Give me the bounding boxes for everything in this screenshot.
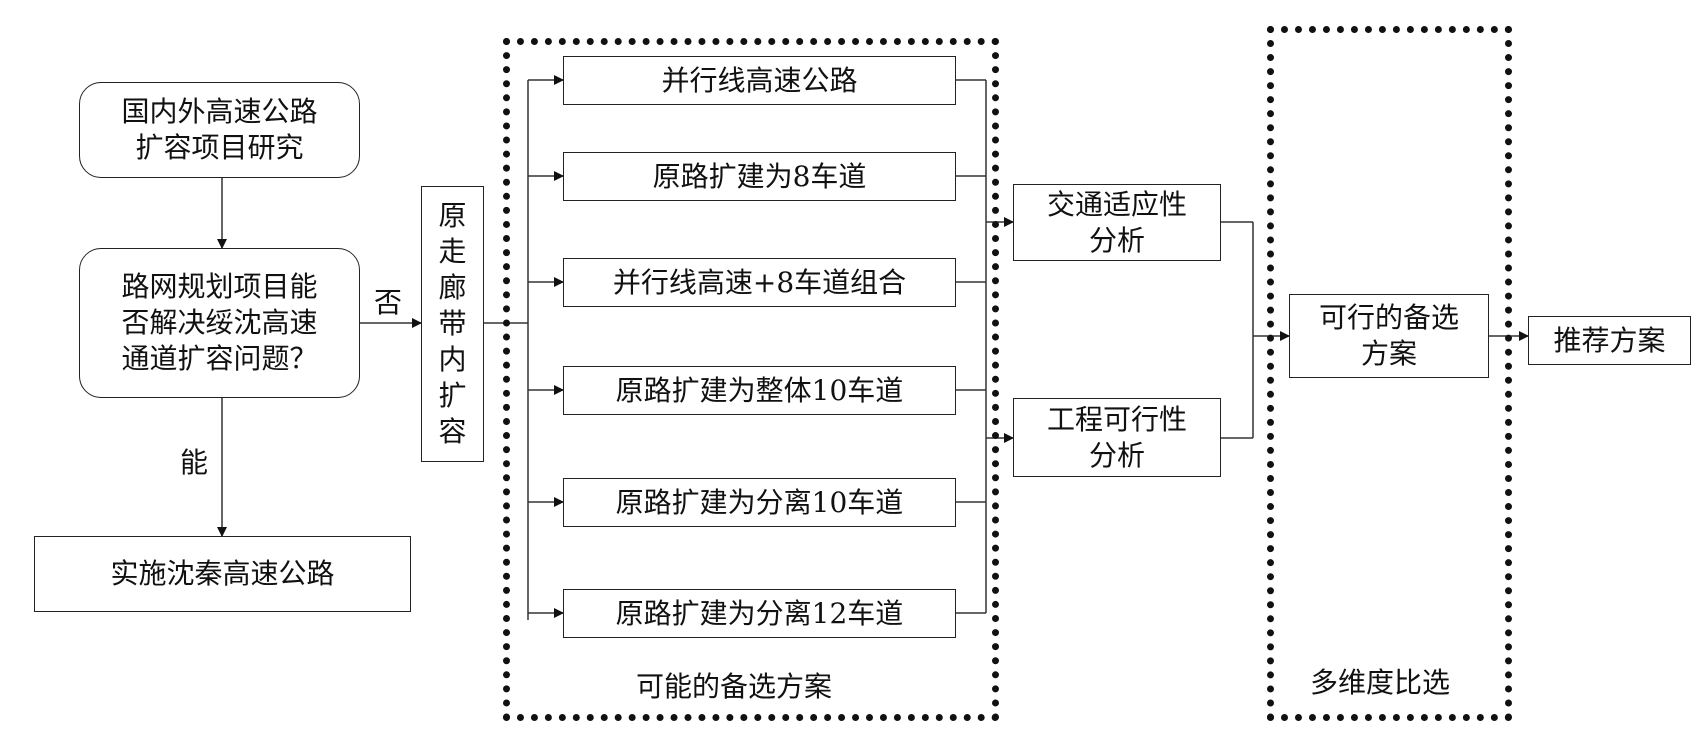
node-option-4: 原路扩建为整体10车道 — [563, 366, 956, 415]
node-implement: 实施沈秦高速公路 — [34, 536, 411, 612]
edge-label-no: 否 — [374, 286, 403, 319]
node-option-2: 原路扩建为8车道 — [563, 152, 956, 201]
group-label-multi: 多维度比选 — [1310, 666, 1451, 699]
node-option-1: 并行线高速公路 — [563, 56, 956, 105]
node-corridor: 原走廊带内扩容 — [421, 186, 484, 462]
node-option-5: 原路扩建为分离10车道 — [563, 478, 956, 527]
node-engineering-analysis: 工程可行性 分析 — [1013, 398, 1221, 477]
edge-label-yes: 能 — [180, 446, 209, 479]
node-corridor-label: 原走廊带内扩容 — [438, 199, 467, 448]
node-option-6: 原路扩建为分离12车道 — [563, 589, 956, 638]
group-multi-comparison — [1267, 26, 1512, 721]
node-decision: 路网规划项目能 否解决绥沈高速 通道扩容问题？ — [79, 248, 360, 398]
group-possible-options — [503, 38, 999, 721]
node-traffic-analysis: 交通适应性 分析 — [1013, 184, 1221, 261]
node-feasible-options: 可行的备选 方案 — [1289, 294, 1489, 378]
node-recommended: 推荐方案 — [1528, 316, 1691, 365]
group-label-possible: 可能的备选方案 — [636, 670, 833, 703]
node-research: 国内外高速公路 扩容项目研究 — [79, 82, 360, 178]
node-option-3: 并行线高速+8车道组合 — [563, 258, 956, 307]
